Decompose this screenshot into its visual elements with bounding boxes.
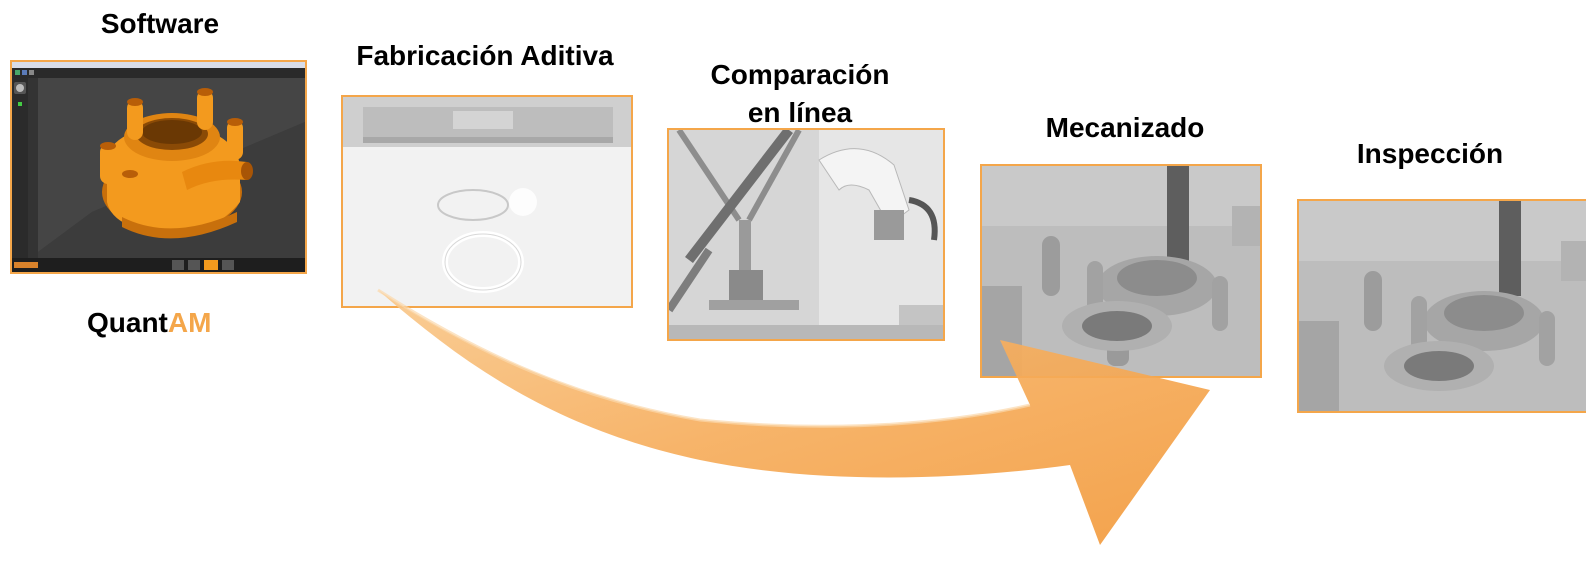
machining-photo bbox=[980, 164, 1262, 378]
inline-comparison-photo bbox=[667, 128, 945, 341]
inline-comparison-title-line2: en línea bbox=[747, 97, 853, 128]
additive-manufacturing-photo bbox=[341, 95, 633, 308]
software-title: Software bbox=[100, 8, 220, 39]
inspection-title: Inspección bbox=[1356, 138, 1504, 169]
machining-title: Mecanizado bbox=[1045, 112, 1205, 143]
inline-comparison-title: Comparación en línea bbox=[680, 56, 920, 132]
inline-comparison-title-line1: Comparación bbox=[710, 59, 890, 90]
additive-manufacturing-title: Fabricación Aditiva bbox=[356, 40, 614, 71]
brand-am: AM bbox=[167, 307, 212, 338]
part-render bbox=[100, 88, 253, 239]
brand-quant: Quant bbox=[87, 307, 168, 338]
software-screenshot bbox=[10, 60, 307, 274]
quantam-brand: QuantAM bbox=[87, 307, 211, 339]
inspection-photo bbox=[1297, 199, 1586, 413]
